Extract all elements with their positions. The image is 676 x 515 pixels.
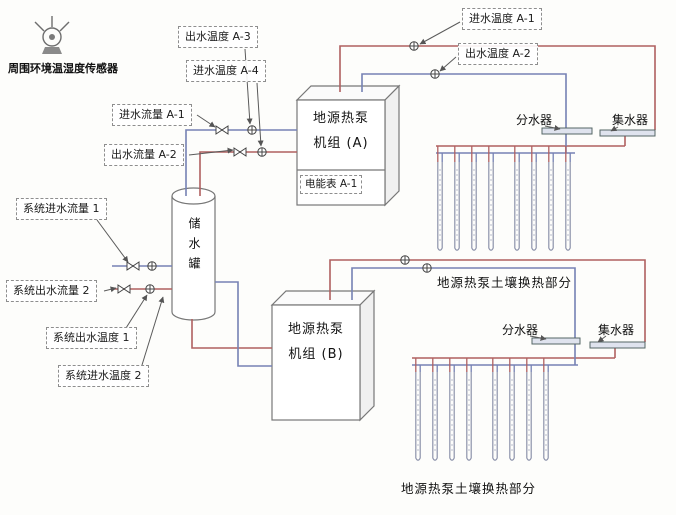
unit-a-box xyxy=(295,84,401,207)
borehole-field-top xyxy=(437,146,571,251)
soil-hx-label-top: 地源热泵土壤换热部分 xyxy=(437,275,573,290)
valve-icon xyxy=(215,125,229,135)
collector-2-label: 集水器 xyxy=(598,323,635,337)
unit-b-title: 地源热泵 机组 (B) xyxy=(272,317,360,367)
distributor-2-bar xyxy=(531,337,581,345)
valve-icon xyxy=(233,147,247,157)
collector-2-bar xyxy=(589,341,646,349)
unit-a-title: 地源热泵 机组 (A) xyxy=(297,106,385,156)
label-inlet-flow-a1: 进水流量 A-1 xyxy=(112,104,192,126)
leader-arrows xyxy=(96,21,619,366)
distributor-1-bar xyxy=(541,127,593,135)
label-inlet-temp-a4: 进水温度 A-4 xyxy=(186,60,266,82)
unit-a-line1: 地源热泵 xyxy=(312,111,369,126)
label-outlet-flow-a2: 出水流量 A-2 xyxy=(104,144,184,166)
ambient-sensor-label: 周围环境温湿度传感器 xyxy=(8,62,118,75)
label-sys-inlet-flow-1: 系统进水流量 1 xyxy=(16,198,107,220)
valves-and-sensors xyxy=(117,41,440,294)
storage-tank-shape xyxy=(171,187,216,321)
label-energy-meter-a1: 电能表 A-1 xyxy=(300,175,363,195)
unit-b-line2: 机组 (B) xyxy=(288,347,344,362)
label-outlet-temp-a2: 出水温度 A-2 xyxy=(458,43,538,65)
valve-icon xyxy=(117,284,131,294)
collector-1-bar xyxy=(599,129,656,137)
label-sys-outlet-flow-2: 系统出水流量 2 xyxy=(6,280,97,302)
label-sys-outlet-temp-1: 系统出水温度 1 xyxy=(46,327,137,349)
tank-label: 储水罐 xyxy=(187,217,201,277)
soil-hx-label-bottom: 地源热泵土壤换热部分 xyxy=(401,481,537,496)
distributor-1-label: 分水器 xyxy=(516,113,553,127)
unit-b-box xyxy=(270,289,376,422)
label-outlet-temp-a3: 出水温度 A-3 xyxy=(178,26,258,48)
unit-a-line2: 机组 (A) xyxy=(313,136,369,151)
label-sys-inlet-temp-2: 系统进水温度 2 xyxy=(58,365,149,387)
label-inlet-temp-a1: 进水温度 A-1 xyxy=(462,8,542,30)
valve-icon xyxy=(126,261,140,271)
collector-1-label: 集水器 xyxy=(612,113,649,127)
distributor-collector-bars xyxy=(531,127,656,349)
borehole-field-bottom xyxy=(415,358,549,461)
distributor-2-label: 分水器 xyxy=(502,323,539,337)
unit-b-line1: 地源热泵 xyxy=(287,322,344,337)
ambient-sensor-icon xyxy=(34,16,70,54)
